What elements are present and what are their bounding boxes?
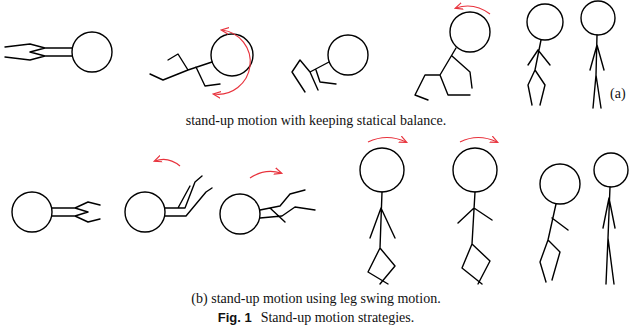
squatting-figure [415,12,490,100]
subfigure-letter: (a) [610,86,626,102]
standing-figure [594,153,628,284]
lying-figure [12,192,100,232]
lying-figure [5,32,112,72]
rising-figure [527,4,563,105]
caption-line: Fig. 1 Stand-up motion strategies. [0,310,632,326]
rising-arrow [456,6,490,14]
leg-swing-figure [220,190,315,234]
forward-arrow [368,138,406,143]
leg-raise-figure [125,176,212,232]
figure-number: Fig. 1 [218,310,252,326]
kneeling-figure [360,148,404,284]
subfigure-caption: stand-up motion with keeping statical ba… [186,113,446,129]
crawling-figure [292,35,368,92]
leg-swing-arrow [155,159,180,166]
forward-arrow [460,138,497,143]
rolling-figure [150,34,253,86]
rising-figure [540,164,580,282]
figure-caption: Stand-up motion strategies. [261,310,415,326]
subfigure-caption: (b) stand-up motion using leg swing moti… [191,291,440,307]
kneeling-figure [453,148,497,284]
leg-swing-arrow [250,171,281,178]
standing-figure [581,1,615,108]
rotation-arrow [214,30,250,94]
